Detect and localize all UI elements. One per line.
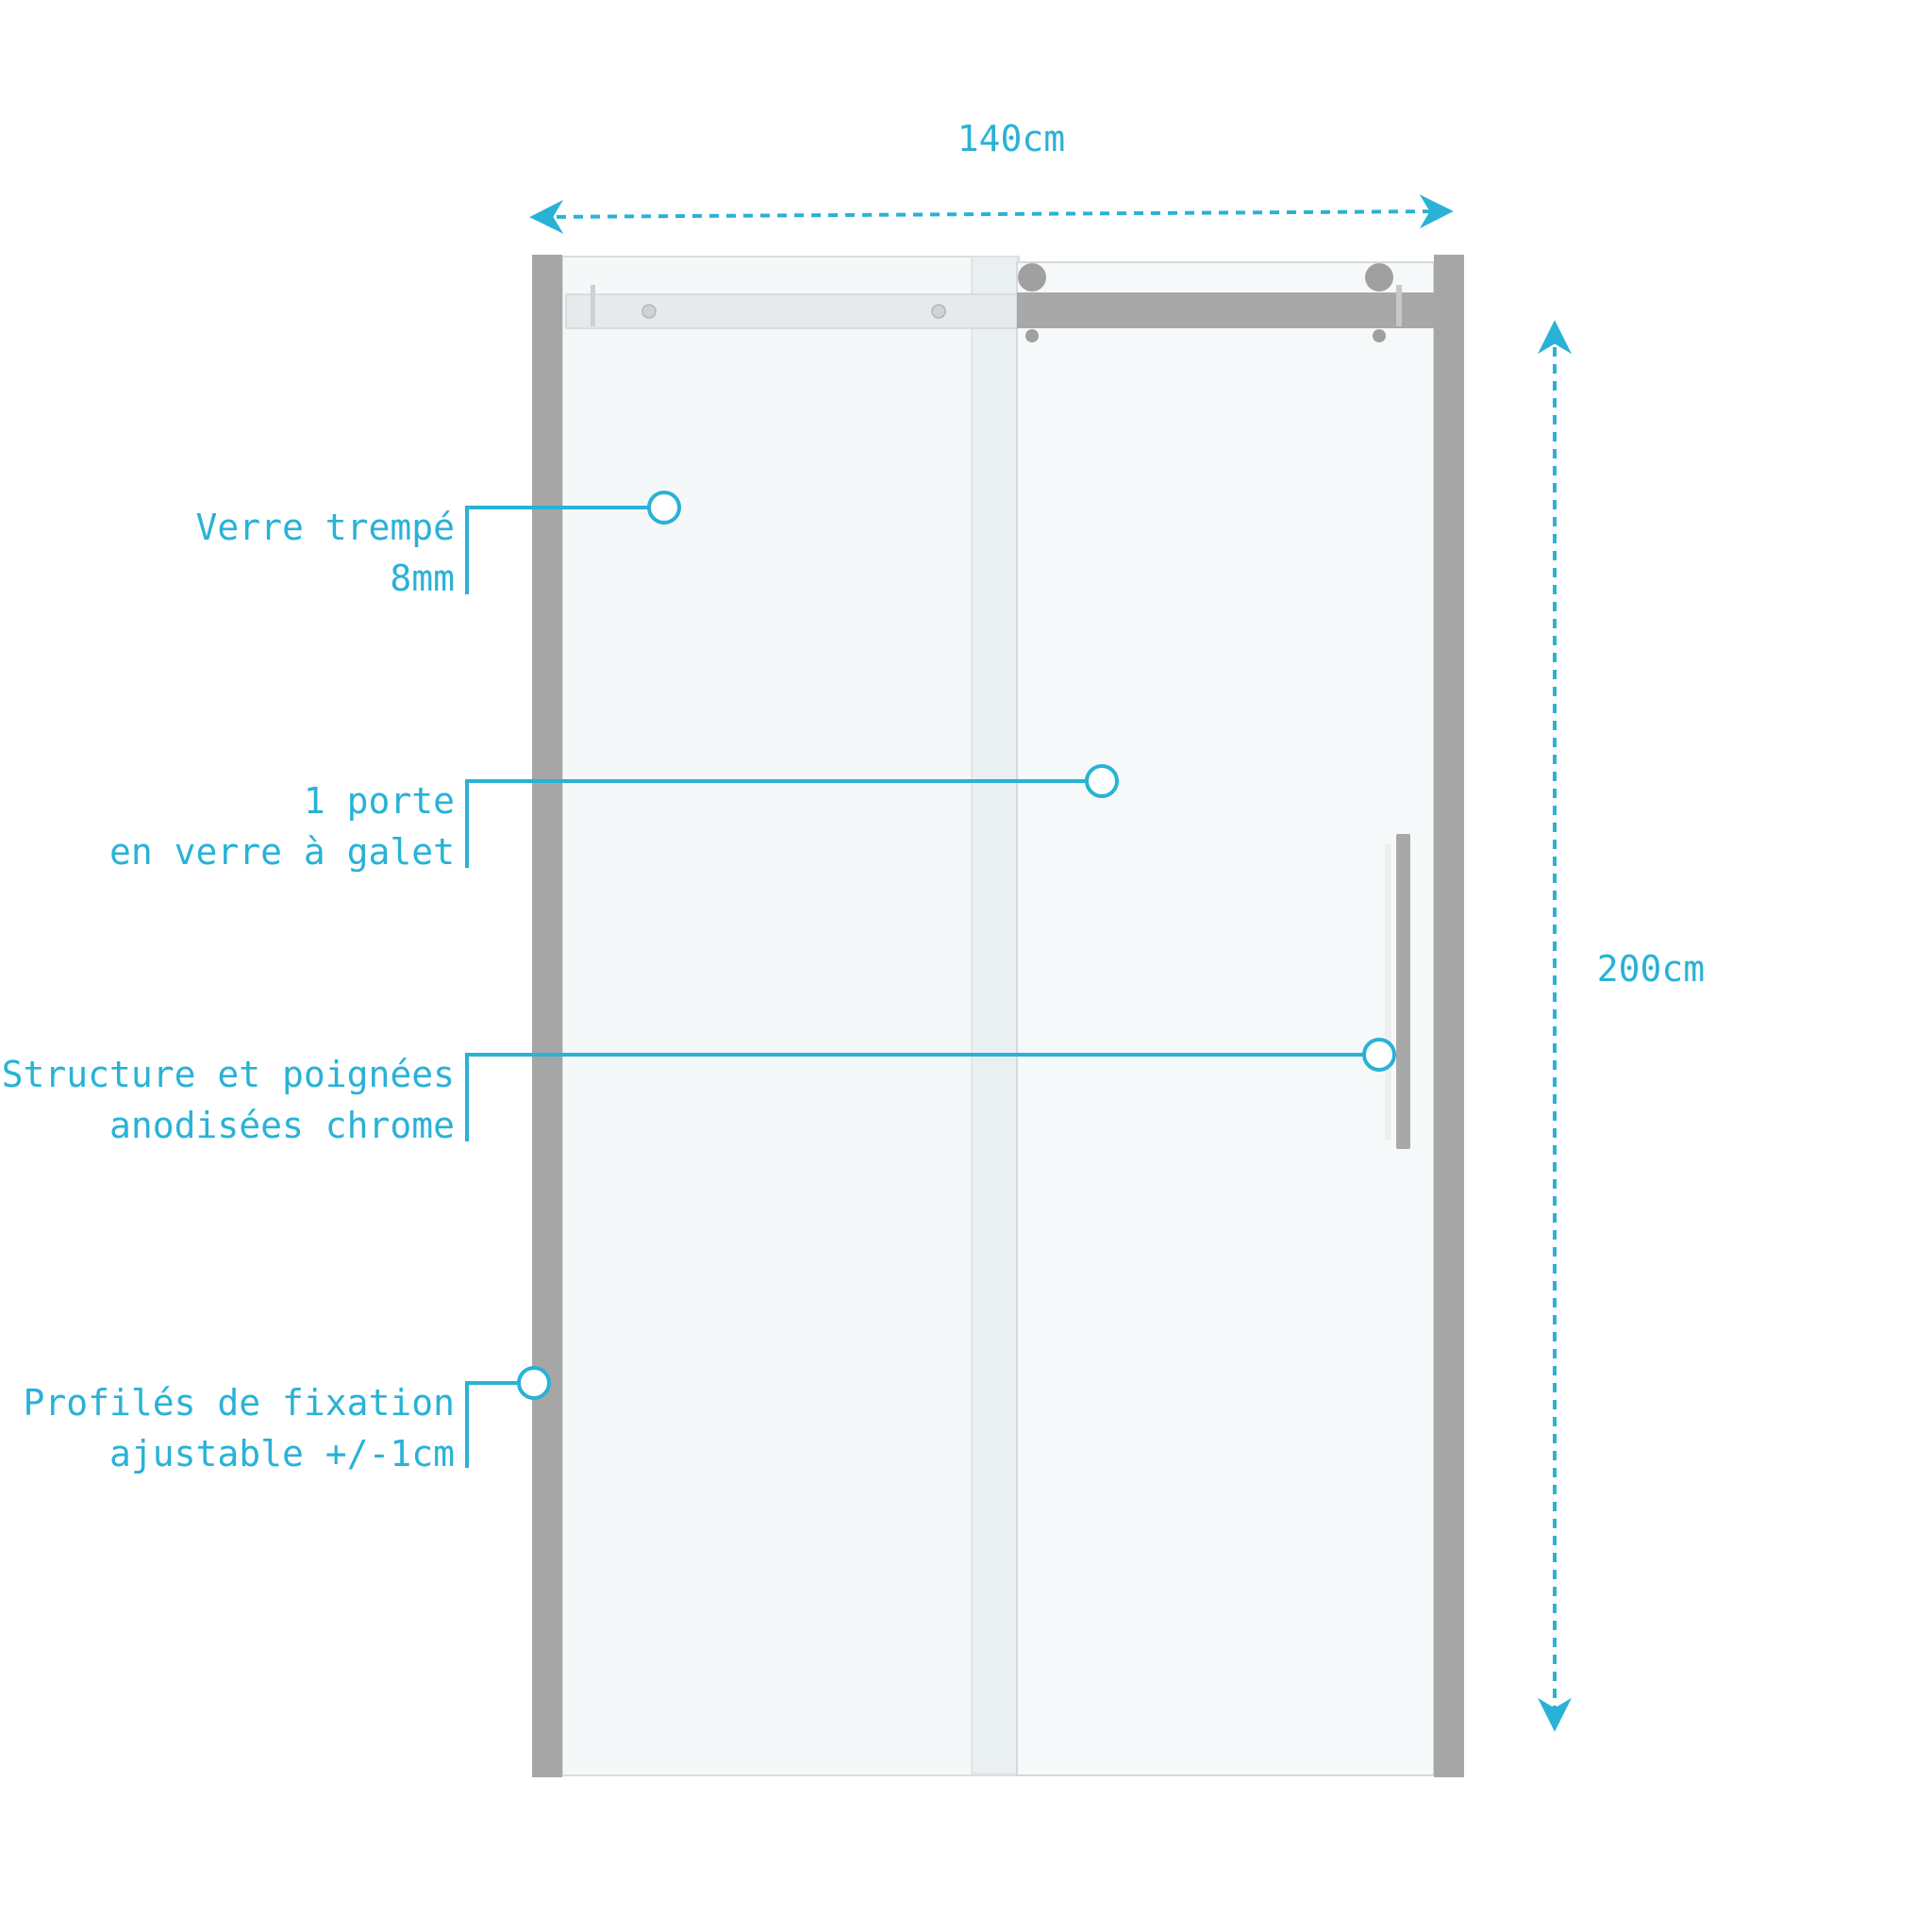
callout-leader-door: [465, 779, 1087, 868]
callout-marker-profile: [517, 1366, 551, 1400]
top-rail-chrome: [1017, 292, 1438, 328]
callout-profile: Profilés de fixation ajustable +/-1cm: [23, 1377, 455, 1479]
roller-wheel-left: [1018, 263, 1046, 291]
callout-glass-line1: Verre trempé: [195, 507, 455, 548]
width-dimension-arrow: [529, 194, 1454, 234]
glass-overlap-strip: [971, 256, 1018, 1774]
door-handle-shadow: [1385, 843, 1391, 1140]
rail-stopper-left: [591, 285, 595, 326]
callout-door-line2: en verre à galet: [108, 831, 455, 873]
callout-marker-door: [1085, 764, 1119, 798]
callout-glass-line2: 8mm: [390, 558, 455, 599]
callout-structure-line1: Structure et poignées: [1, 1054, 455, 1095]
roller-wheel-right: [1365, 263, 1393, 291]
roller-bolt-right: [1373, 329, 1386, 342]
callout-marker-glass: [647, 491, 681, 525]
callout-structure-line2: anodisées chrome: [108, 1105, 455, 1146]
sliding-glass-door: [1016, 261, 1435, 1776]
width-label: 140cm: [957, 118, 1066, 159]
roller-bolt-left: [1025, 329, 1039, 342]
fixed-glass-panel: [561, 256, 1020, 1776]
callout-structure: Structure et poignées anodisées chrome: [2, 1049, 455, 1151]
callout-leader-glass: [465, 506, 649, 594]
height-label: 200cm: [1596, 948, 1706, 990]
callout-profile-line2: ajustable +/-1cm: [108, 1433, 455, 1474]
callout-door-line1: 1 porte: [303, 780, 455, 822]
top-rail-front: [565, 293, 1018, 329]
callout-profile-line1: Profilés de fixation: [23, 1382, 455, 1424]
rail-screw-1: [641, 304, 657, 319]
callout-leader-profile: [465, 1381, 519, 1468]
rail-screw-2: [931, 304, 946, 319]
door-handle: [1396, 834, 1410, 1149]
right-wall-profile: [1434, 255, 1464, 1777]
callout-marker-structure: [1362, 1038, 1396, 1072]
callout-leader-structure: [465, 1053, 1364, 1141]
left-wall-profile: [532, 255, 562, 1777]
callout-door: 1 porte en verre à galet: [109, 775, 455, 877]
rail-stopper-right: [1396, 285, 1402, 326]
callout-glass: Verre trempé 8mm: [195, 502, 455, 604]
